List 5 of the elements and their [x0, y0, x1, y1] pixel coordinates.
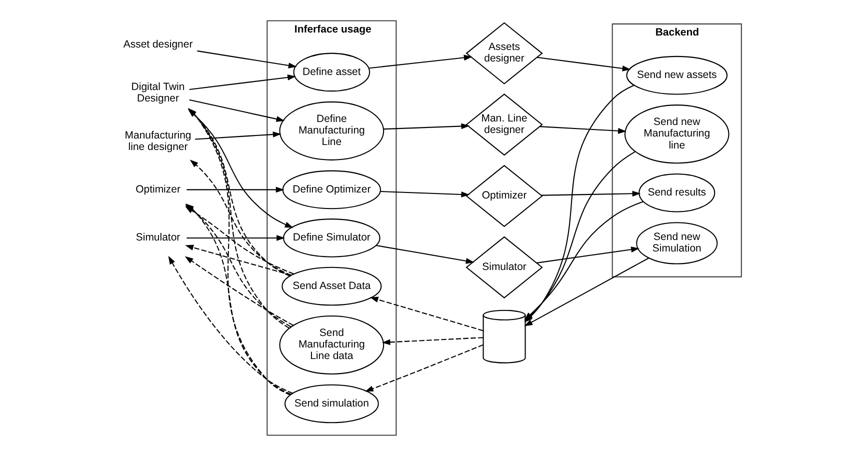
node-text: Manufacturing line designer — [124, 130, 191, 153]
node-text: Digital Twin Designer — [130, 82, 184, 105]
node-text: Simulator — [135, 232, 180, 244]
node-text: Asset designer — [122, 40, 192, 51]
node-text: Optimizer — [135, 184, 180, 196]
